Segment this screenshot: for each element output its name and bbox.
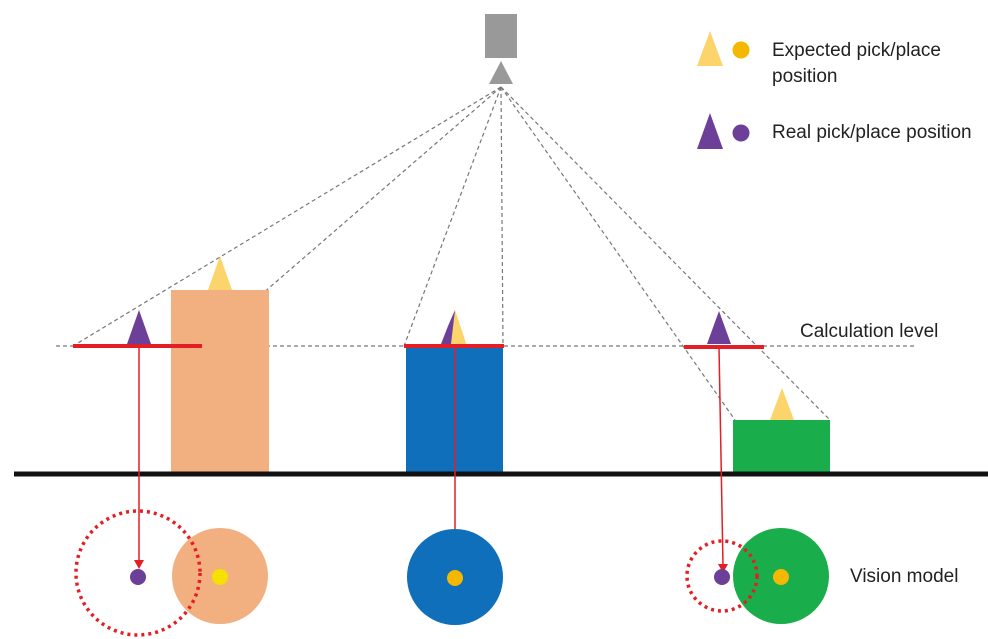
calculation-level-label: Calculation level [800, 321, 939, 342]
real-dot-short [714, 569, 730, 585]
sight-line-tall-left [72, 86, 502, 347]
real-dot-tall [130, 569, 146, 585]
legend-real-triangle-icon [697, 113, 723, 149]
camera-lens-icon [489, 61, 513, 84]
error-circle-short [685, 539, 759, 613]
real-triangle-icon-short [707, 311, 731, 344]
expected-triangle-icon-short [770, 388, 794, 420]
legend-real-dot-icon [732, 124, 750, 142]
real-triangle-icon-tall [127, 310, 151, 344]
legend-expected-label: Expected pick/place position [772, 40, 941, 87]
sight-line-short-right [500, 86, 831, 421]
tall-box [171, 290, 269, 472]
vision-model-label: Vision model [850, 566, 959, 587]
real-triangle-icon-middle [441, 310, 455, 344]
projection-arrow-short [718, 346, 724, 567]
expected-triangle-icon-tall [208, 256, 232, 290]
legend-expected-triangle-icon [697, 31, 723, 66]
short-box [733, 420, 830, 472]
sight-line-middle-right [500, 86, 504, 347]
sight-line-short-left [500, 86, 736, 421]
legend-expected-dot-icon [732, 41, 750, 59]
arrowhead-icon-tall [134, 560, 144, 569]
error-circle-tall [74, 509, 202, 637]
expected-dot-short [773, 569, 789, 585]
camera-body [485, 14, 517, 58]
expected-dot-middle [447, 570, 463, 586]
sight-line-middle-left [403, 86, 502, 347]
legend-real-label: Real pick/place position [772, 122, 972, 143]
arrowhead-icon-short [718, 564, 728, 573]
expected-dot-tall [212, 569, 228, 585]
